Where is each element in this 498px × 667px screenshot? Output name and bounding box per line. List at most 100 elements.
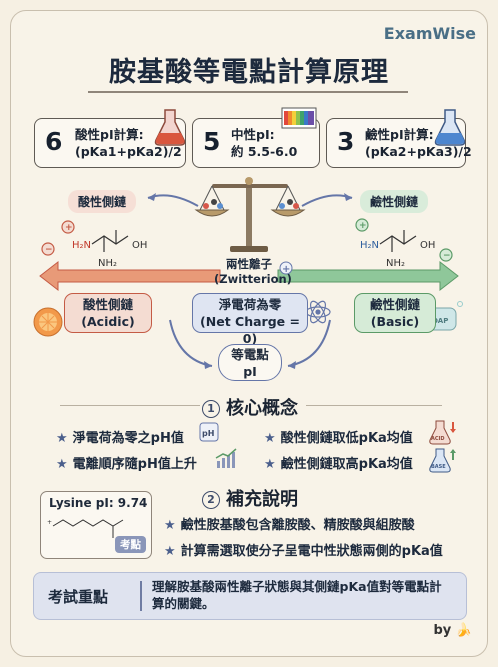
- card-number: 5: [203, 127, 221, 156]
- page-title: 胺基酸等電點計算原理: [109, 57, 389, 88]
- section-number: 1: [202, 400, 220, 418]
- base-direction-arrow: [277, 260, 459, 292]
- supplement-item: ★ 計算需選取使分子呈電中性狀態兩側的pKa值: [164, 540, 443, 559]
- left-nh2-label: NH₂: [98, 258, 117, 269]
- lysine-structure-icon: +: [47, 519, 124, 538]
- core-item-text: 電離順序隨pH值上升: [72, 457, 197, 472]
- acid-side-chain-tag: 酸性側鏈: [68, 190, 137, 213]
- card-line2: 約 5.5-6.0: [231, 144, 298, 159]
- atom-icon: [305, 300, 331, 324]
- core-item-text: 酸性側鏈取低pKa均值: [280, 431, 413, 446]
- section-divider: [306, 405, 442, 406]
- acid-flask-icon: ACID: [429, 420, 456, 445]
- flask-blue-icon: [434, 109, 466, 146]
- supplement-heading: 2 補充說明: [202, 485, 298, 511]
- zwitterion-line1: 兩性離子: [226, 257, 272, 271]
- base-flask-icon: BASE: [429, 448, 456, 473]
- zwitterion-label: 兩性離子 (Zwitterion): [214, 257, 292, 287]
- net-charge-box: 淨電荷為零 (Net Charge = 0): [192, 293, 308, 346]
- zwitterion-line2: (Zwitterion): [214, 272, 292, 286]
- exam-divider: [140, 581, 142, 611]
- orange-icon: [33, 307, 63, 337]
- supplement-item-text: 計算需選取使分子呈電中性狀態兩側的pKa值: [180, 544, 443, 559]
- card-line2: (pKa1+pKa2)/2: [75, 144, 182, 159]
- basic-line2: (Basic): [370, 314, 420, 329]
- left-oh-label: OH: [132, 240, 147, 251]
- net-line1: 淨電荷為零: [218, 297, 282, 312]
- card-line1: 中性pI:: [231, 127, 275, 142]
- right-h2n-label: H₂N: [360, 240, 379, 251]
- acid-label: ACID: [431, 436, 445, 442]
- core-item-text: 淨電荷為零之pH值: [72, 431, 184, 446]
- right-plus-icon: +: [359, 221, 367, 231]
- core-item: ★ 酸性側鏈取低pKa均值: [264, 427, 413, 446]
- balance-scale-icon: [194, 177, 306, 252]
- right-minus-icon: −: [443, 251, 451, 261]
- basic-line1: 鹼性側鏈: [369, 297, 420, 312]
- section-divider: [60, 405, 200, 406]
- pi-line2: pI: [243, 364, 257, 379]
- svg-text:+: +: [47, 519, 52, 526]
- star-icon: ★: [264, 457, 276, 472]
- pi-line1: 等電點: [231, 347, 269, 362]
- rising-chart-icon: [215, 448, 237, 468]
- left-h2n-label: H₂N: [72, 240, 91, 251]
- core-item: ★ 鹼性側鏈取高pKa均值: [264, 453, 413, 472]
- left-molecule-icon: [41, 220, 129, 256]
- exam-key-point-box: 考試重點 理解胺基酸兩性離子狀態與其側鏈pKa值對等電點計算的關鍵。: [33, 572, 467, 620]
- card-line1: 鹼性pI計算:: [365, 127, 434, 142]
- footer-by: by: [433, 623, 452, 638]
- basic-side-chain-box: 鹼性側鏈 (Basic): [354, 293, 436, 333]
- base-label: BASE: [431, 464, 446, 470]
- isoelectric-point-box: 等電點 pI: [218, 344, 282, 381]
- base-side-chain-tag: 鹼性側鏈: [360, 190, 429, 213]
- star-icon: ★: [164, 518, 176, 533]
- card-number: 6: [45, 127, 63, 156]
- soap-label: SOAP: [427, 317, 448, 325]
- card-number: 3: [337, 127, 355, 156]
- section-number: 2: [202, 491, 220, 509]
- exam-heading: 考試重點: [48, 588, 109, 606]
- supplement-item-text: 鹼性胺基酸包含離胺酸、精胺酸與組胺酸: [180, 518, 415, 533]
- acidic-line1: 酸性側鏈: [82, 297, 133, 312]
- footer-credit: by 🍌: [434, 623, 473, 638]
- star-icon: ★: [56, 457, 68, 472]
- star-icon: ★: [56, 431, 68, 446]
- core-item-text: 鹼性側鏈取高pKa均值: [280, 457, 413, 472]
- right-nh2-label: NH₂: [386, 258, 405, 269]
- core-item: ★ 電離順序隨pH值上升: [56, 453, 197, 472]
- supplement-item: ★ 鹼性胺基酸包含離胺酸、精胺酸與組胺酸: [164, 514, 415, 533]
- title-underline: [88, 87, 408, 93]
- ph-meter-label: pH: [202, 429, 214, 438]
- exam-point-badge: 考點: [115, 536, 146, 553]
- core-title: 核心概念: [226, 398, 298, 419]
- acid-direction-arrow: [39, 260, 221, 292]
- diagram-graphics: + − H₂N OH NH₂ + − H₂N OH NH₂ +: [33, 177, 463, 369]
- acidic-side-chain-box: 酸性側鏈 (Acidic): [64, 293, 152, 333]
- ph-strip-icon: [281, 107, 317, 129]
- right-oh-label: OH: [420, 240, 435, 251]
- lysine-pi-label: Lysine pI: 9.74: [49, 496, 148, 510]
- net-line2: (Net Charge = 0): [200, 314, 300, 346]
- left-minus-icon: −: [45, 245, 53, 255]
- exam-text: 理解胺基酸兩性離子狀態與其側鏈pKa值對等電點計算的關鍵。: [152, 579, 442, 611]
- ph-meter-icon: pH: [199, 422, 219, 442]
- left-plus-icon: +: [65, 223, 73, 233]
- acidic-pi-card: 6 酸性pI計算: (pKa1+pKa2)/2: [34, 109, 186, 168]
- card-line1: 酸性pI計算:: [75, 127, 144, 142]
- banana-icon: 🍌: [455, 623, 472, 638]
- core-item: ★ 淨電荷為零之pH值: [56, 427, 184, 446]
- acidic-line2: (Acidic): [81, 314, 135, 329]
- zwitterion-plus-icon: +: [282, 264, 290, 275]
- basic-pi-card: 3 鹼性pI計算: (pKa2+pKa3)/2: [326, 109, 472, 168]
- card-line2: (pKa2+pKa3)/2: [365, 144, 472, 159]
- flask-red-icon: [154, 109, 186, 146]
- supplement-title: 補充說明: [226, 489, 298, 510]
- neutral-pi-card: 5 中性pI: 約 5.5-6.0: [192, 107, 320, 168]
- brand-logo: ExamWise: [383, 24, 476, 43]
- star-icon: ★: [164, 544, 176, 559]
- star-icon: ★: [264, 431, 276, 446]
- core-concept-heading: 1 核心概念: [202, 394, 298, 420]
- lysine-card: Lysine pI: 9.74 + 考點: [40, 491, 152, 559]
